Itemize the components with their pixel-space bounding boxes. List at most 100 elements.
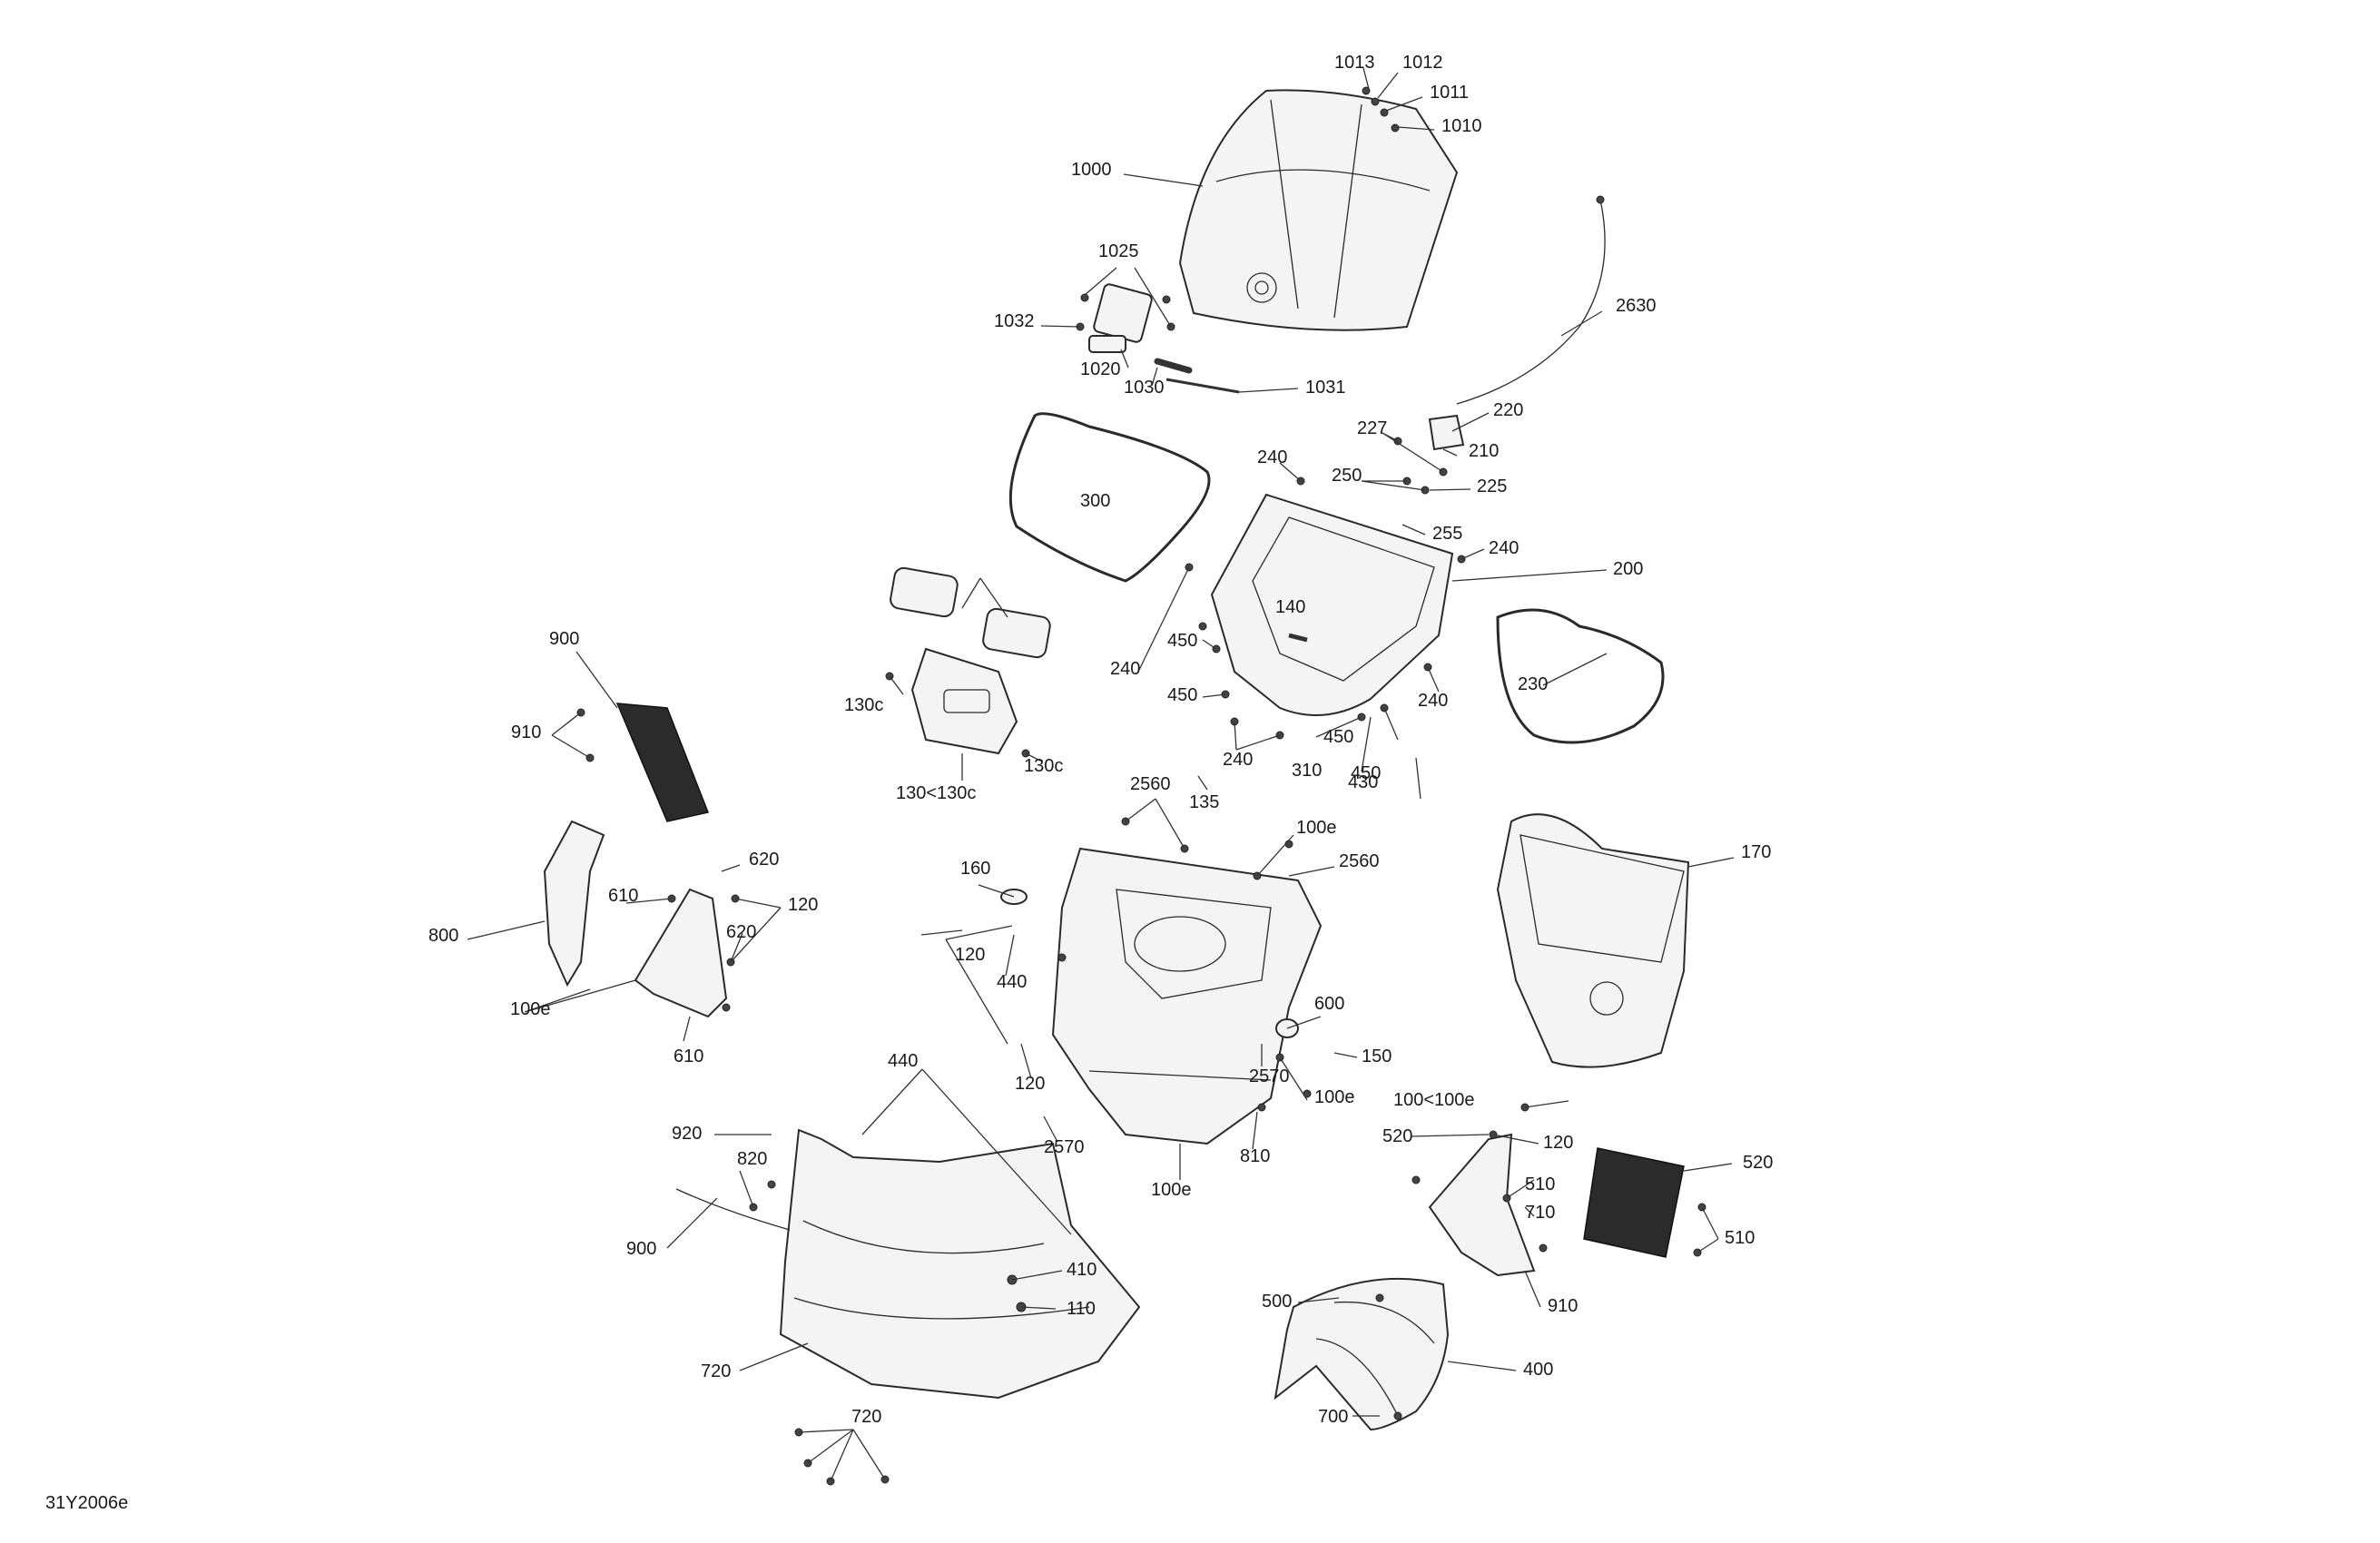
callout-label: 100e xyxy=(1296,818,1337,838)
callout-label: 240 xyxy=(1489,538,1519,558)
callout-label: 1012 xyxy=(1402,53,1443,73)
latch-part-1020 xyxy=(1076,283,1175,353)
callout-label: 810 xyxy=(1240,1146,1270,1166)
callout-label: 2560 xyxy=(1339,851,1380,871)
callout-label: 100e xyxy=(510,999,551,1019)
figure-code: 31Y2006e xyxy=(45,1493,128,1513)
callout-label: 2570 xyxy=(1249,1066,1290,1086)
callout-label: 820 xyxy=(737,1149,767,1169)
callout-label: 135 xyxy=(1189,792,1219,812)
callout-label: 800 xyxy=(428,926,458,946)
callout-label: 450 xyxy=(1167,631,1197,651)
mesh-part-900-left xyxy=(576,703,710,822)
hardware-parts-810-820 xyxy=(749,1180,776,1212)
callout-label: 450 xyxy=(1351,763,1381,783)
seal-part-300 xyxy=(1008,412,1211,583)
callout-label: 510 xyxy=(1725,1228,1755,1248)
callout-label: 1030 xyxy=(1124,378,1165,398)
callout-label: 1032 xyxy=(994,311,1035,331)
callout-label: 227 xyxy=(1357,418,1387,438)
callout-label: 120 xyxy=(955,945,985,965)
housing-part-170 xyxy=(1496,813,1690,1068)
seal-part-230 xyxy=(1496,608,1665,744)
bracket-part-130 xyxy=(885,647,1030,758)
callout-label: 440 xyxy=(997,972,1027,992)
callout-label: 720 xyxy=(851,1407,881,1427)
callout-label: 1031 xyxy=(1305,378,1346,398)
callout-label: 160 xyxy=(960,859,990,879)
callout-label: 430 xyxy=(1348,772,1378,792)
callout-label: 400 xyxy=(1523,1360,1553,1380)
fender-part-700 xyxy=(1274,1277,1450,1431)
callout-label: 610 xyxy=(674,1047,703,1066)
callout-label: 450 xyxy=(1167,685,1197,705)
callout-label: 720 xyxy=(701,1361,731,1381)
callout-label: 120 xyxy=(788,895,818,915)
callout-label: 2630 xyxy=(1616,296,1657,316)
callout-label: 600 xyxy=(1314,994,1344,1014)
callout-label: 520 xyxy=(1743,1153,1773,1173)
trim-part-410 xyxy=(675,1188,791,1231)
cable-part-2630 xyxy=(1456,195,1606,405)
callout-label: 610 xyxy=(608,886,638,906)
callout-label: 710 xyxy=(1525,1203,1555,1223)
callout-label: 220 xyxy=(1493,400,1523,420)
callout-label: 1000 xyxy=(1071,160,1112,180)
callout-label: 310 xyxy=(1292,761,1322,781)
callout-label: 2560 xyxy=(1130,774,1171,794)
callout-label: 440 xyxy=(888,1051,918,1071)
callout-label: 140 xyxy=(1275,597,1305,617)
callout-label: 200 xyxy=(1613,559,1643,579)
callout-label: 120 xyxy=(1015,1074,1045,1094)
callout-label: 620 xyxy=(726,922,756,942)
callout-label: 450 xyxy=(1323,727,1353,747)
callout-label: 900 xyxy=(626,1239,656,1259)
callout-label: 410 xyxy=(1067,1260,1097,1280)
rod-part-1031 xyxy=(1165,378,1240,394)
callout-label: 100<100e xyxy=(1393,1090,1475,1110)
callout-label: 240 xyxy=(1257,447,1287,467)
callout-label: 210 xyxy=(1469,441,1499,461)
callout-label: 510 xyxy=(1525,1174,1555,1194)
bracket-part-600 xyxy=(634,888,740,1018)
hood-hardware-1010-1013 xyxy=(1362,86,1400,133)
callout-label: 255 xyxy=(1432,524,1462,544)
callout-label: 250 xyxy=(1332,466,1362,486)
callout-label: 130<130c xyxy=(896,783,976,803)
callout-label: 100e xyxy=(1314,1087,1355,1107)
hood-part-1000 xyxy=(1178,89,1459,331)
bracket-part-500 xyxy=(1411,1103,1548,1277)
callout-label: 300 xyxy=(1080,491,1110,511)
callout-label: 700 xyxy=(1318,1407,1348,1427)
mesh-part-900-right xyxy=(1583,1147,1706,1258)
main-frame-part-100 xyxy=(1051,817,1323,1145)
callout-label: 1025 xyxy=(1098,241,1139,261)
bracket-parts-210-227 xyxy=(1393,414,1465,495)
callout-label: 1011 xyxy=(1430,83,1469,103)
panel-part-800 xyxy=(543,820,605,988)
callout-label: 225 xyxy=(1477,477,1507,496)
pin-part-1030 xyxy=(1154,358,1193,374)
callout-label: 120 xyxy=(1543,1133,1573,1153)
bumper-part-400 xyxy=(779,1128,1141,1400)
callout-label: 240 xyxy=(1110,659,1140,679)
callout-label: 500 xyxy=(1262,1292,1292,1312)
callout-label: 110 xyxy=(1067,1299,1096,1319)
callout-label: 920 xyxy=(672,1124,702,1144)
callout-label: 910 xyxy=(1548,1296,1578,1316)
callout-label: 1010 xyxy=(1441,116,1482,136)
callout-label: 520 xyxy=(1382,1126,1412,1146)
callout-label: 240 xyxy=(1223,750,1253,770)
callout-label: 1020 xyxy=(1080,359,1121,379)
lights-part-140 xyxy=(890,566,1051,659)
callout-label: 150 xyxy=(1362,1047,1392,1066)
callout-label: 620 xyxy=(749,850,779,870)
callout-label: 240 xyxy=(1418,691,1448,711)
callout-label: 2570 xyxy=(1044,1137,1085,1157)
callout-label: 170 xyxy=(1741,842,1771,862)
callout-label: 130c xyxy=(844,695,883,715)
callout-label: 1013 xyxy=(1334,53,1375,73)
leader-lines xyxy=(467,67,1735,1482)
